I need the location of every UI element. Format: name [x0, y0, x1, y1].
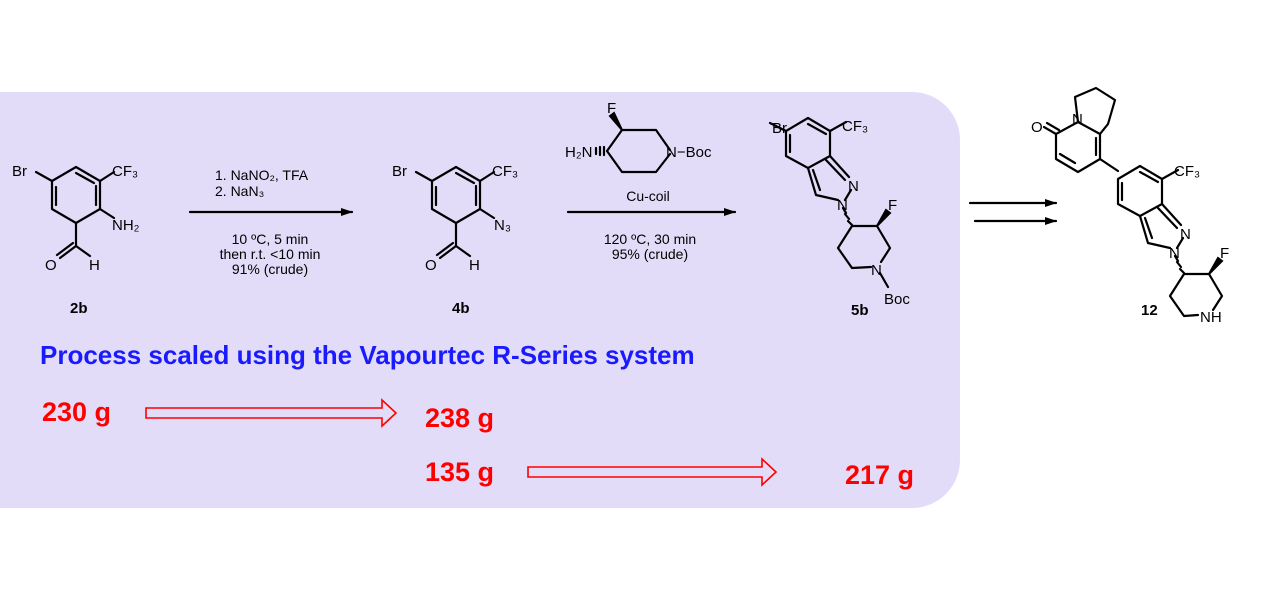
yield-text: 91% (crude) — [232, 261, 308, 277]
atom-f: F — [607, 100, 616, 117]
amine-reagent-structure: F H₂N N−Boc — [565, 100, 712, 174]
mass-output-step1: 238 g — [425, 403, 494, 433]
multistep-arrows — [968, 199, 1058, 225]
reagent-text: 1. NaNO₂, TFA — [215, 167, 309, 183]
compound-4b: Br CF₃ N₃ O H 4b — [392, 163, 518, 317]
atom-h: H — [89, 257, 100, 274]
mass-output-step2: 217 g — [845, 460, 914, 490]
mass-input-step2: 135 g — [425, 457, 494, 487]
atom-nh2: NH₂ — [112, 217, 140, 234]
atom-br: Br — [12, 163, 27, 180]
atom-o: O — [425, 257, 437, 274]
atom-br: Br — [772, 120, 787, 137]
atom-boc: Boc — [884, 291, 910, 308]
compound-5b: Br CF₃ N N F N Boc 5b — [768, 116, 910, 319]
atom-n: N — [1169, 245, 1180, 262]
atom-n: N — [871, 262, 882, 279]
atom-o: O — [1031, 119, 1043, 136]
compound-2b: Br CF₃ NH₂ O H 2b — [12, 163, 140, 317]
atom-n3: N₃ — [494, 217, 511, 234]
atom-br: Br — [392, 163, 407, 180]
atom-o: O — [45, 257, 57, 274]
atom-nh: NH — [1200, 309, 1222, 326]
reaction-step-1: 1. NaNO₂, TFA 2. NaN₃ 10 ºC, 5 min then … — [188, 167, 354, 277]
atom-cf3: CF₃ — [1174, 163, 1200, 180]
atom-n: N — [1072, 111, 1083, 128]
condition-text: 120 ºC, 30 min — [604, 231, 696, 247]
atom-nboc: N−Boc — [666, 144, 712, 161]
compound-12: O N CF₃ N N F NH 12 — [1031, 86, 1229, 326]
condition-text: then r.t. <10 min — [220, 246, 321, 262]
compound-label: 4b — [452, 300, 470, 317]
atom-n: N — [1180, 226, 1191, 243]
atom-cf3: CF₃ — [842, 118, 868, 135]
flow-process-panel — [0, 92, 960, 508]
compound-label: 2b — [70, 300, 88, 317]
hollow-arrow-step2 — [527, 457, 778, 487]
atom-cf3: CF₃ — [112, 163, 138, 180]
atom-n: N — [848, 178, 859, 195]
yield-text: 95% (crude) — [612, 246, 688, 262]
compound-label: 12 — [1141, 302, 1158, 319]
atom-h: H — [469, 257, 480, 274]
atom-f: F — [1220, 245, 1229, 262]
atom-n: N — [837, 197, 848, 214]
reaction-step-2: F H₂N N−Boc Cu-coil 120 ºC, 30 min 95% (… — [565, 100, 737, 262]
condition-text: 10 ºC, 5 min — [232, 231, 309, 247]
reagent-text: 2. NaN₃ — [215, 183, 264, 199]
hollow-arrow-step1 — [145, 398, 398, 428]
atom-cf3: CF₃ — [492, 163, 518, 180]
compound-label: 5b — [851, 302, 869, 319]
atom-h2n: H₂N — [565, 144, 593, 161]
reagent-text: Cu-coil — [626, 188, 670, 204]
mass-input-step1: 230 g — [42, 397, 111, 427]
atom-f: F — [888, 197, 897, 214]
scale-up-title: Process scaled using the Vapourtec R-Ser… — [40, 340, 695, 370]
